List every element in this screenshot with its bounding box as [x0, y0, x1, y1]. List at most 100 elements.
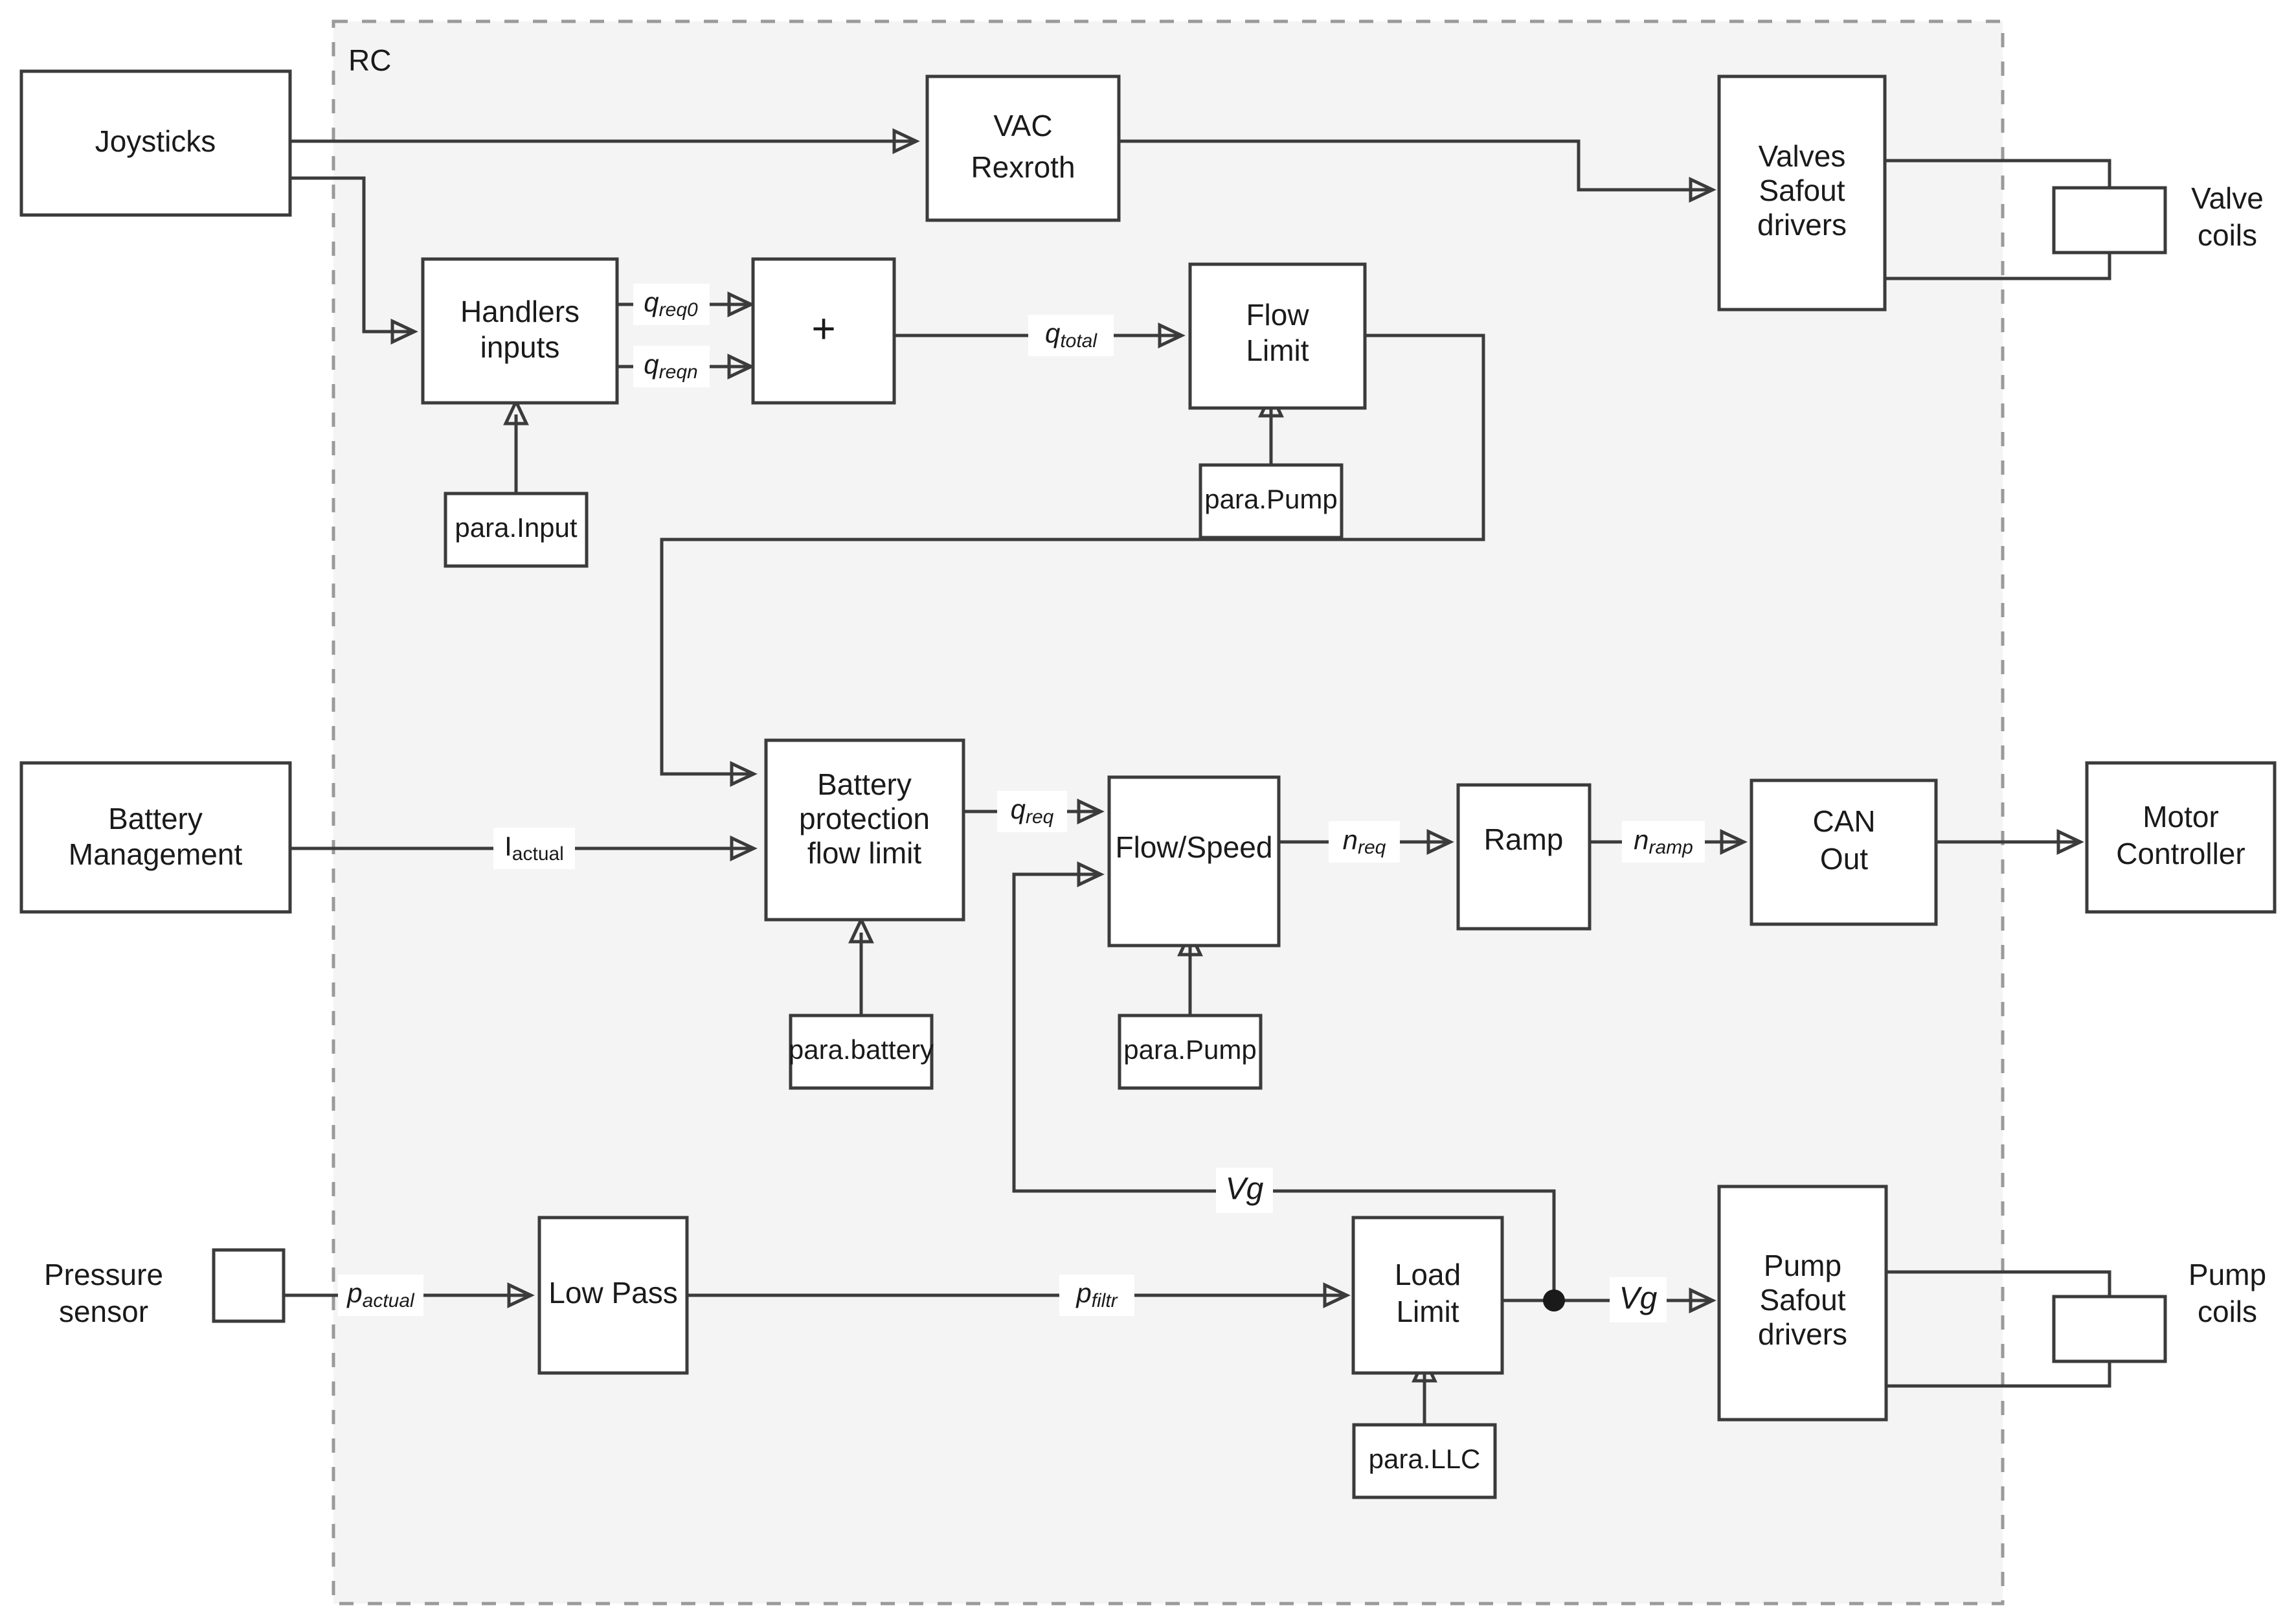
- wire-pumpsafout-coil-top: [1886, 1270, 2111, 1297]
- block-battery-management-line1: Battery: [108, 802, 203, 835]
- block-joysticks[interactable]: [19, 69, 292, 217]
- signal-q-req0: qreq0: [644, 287, 698, 321]
- wire-vac-to-valves: [1119, 139, 1713, 192]
- block-sum-label: +: [811, 305, 835, 352]
- arrowhead-vac-in: [892, 128, 920, 154]
- label-pump-coils-line1: Pump: [2189, 1258, 2266, 1291]
- block-ramp[interactable]: [1456, 783, 1592, 931]
- sig-bg-vg-output: [1610, 1277, 1667, 1322]
- arrowhead-flowlimit-in: [1158, 323, 1186, 348]
- block-joysticks-label: Joysticks: [95, 124, 216, 158]
- sig-bg-iactual: [493, 828, 575, 869]
- block-motor-controller-line1: Motor: [2143, 800, 2219, 834]
- block-vac-rexroth[interactable]: [925, 74, 1121, 222]
- arrowhead-motorcontroller-in: [2056, 829, 2084, 855]
- block-load-limit-line1: Load: [1395, 1258, 1461, 1291]
- signal-q-reqn: qreqn: [644, 349, 697, 383]
- arrowhead-batteryprot-param: [848, 916, 874, 944]
- sig-bg-qreqn: [633, 346, 710, 387]
- arrowhead-batteryprot-in-top: [730, 761, 758, 787]
- wire-valves-coil-top: [1885, 159, 2111, 188]
- block-flow-speed-label: Flow/Speed: [1116, 830, 1273, 864]
- arrowhead-sum-in-top: [727, 291, 755, 317]
- wire-valves-coil-bottom: [1885, 253, 2111, 280]
- label-valve-coils-line1: Valve: [2191, 181, 2264, 215]
- sig-bg-pactual: [338, 1275, 423, 1316]
- signal-q-total: qtotal: [1045, 318, 1097, 352]
- block-battery-protection-line2: protection: [799, 802, 930, 835]
- block-flow-limit[interactable]: [1188, 262, 1367, 410]
- label-valve-coils-line2: coils: [2198, 218, 2257, 252]
- block-para-battery[interactable]: [789, 1014, 934, 1090]
- block-para-llc[interactable]: [1352, 1423, 1497, 1499]
- junction-dot-vg: [1543, 1289, 1565, 1311]
- signal-p-actual: pactual: [346, 1278, 415, 1311]
- sig-bg-pfiltr: [1059, 1275, 1134, 1316]
- arrowhead-handlers-in: [390, 319, 418, 345]
- signal-n-req: nreq: [1343, 824, 1386, 858]
- pressure-sensor-symbol: [212, 1248, 286, 1323]
- block-load-limit-line2: Limit: [1396, 1295, 1459, 1328]
- block-can-out[interactable]: [1750, 778, 1938, 926]
- signal-n-ramp: nramp: [1634, 824, 1693, 858]
- block-ramp-label: Ramp: [1484, 823, 1564, 856]
- block-motor-controller[interactable]: [2085, 761, 2277, 914]
- sig-bg-nramp: [1622, 821, 1705, 863]
- sig-bg-qreq: [997, 791, 1067, 832]
- block-para-pump-top-label: para.Pump: [1204, 484, 1337, 514]
- block-battery-management-line2: Management: [69, 837, 243, 871]
- block-can-out-line2: Out: [1820, 842, 1868, 876]
- block-flow-speed[interactable]: [1107, 775, 1281, 948]
- arrowhead-lowpass-in: [507, 1282, 535, 1308]
- block-sum[interactable]: [751, 257, 896, 405]
- block-para-pump-top[interactable]: [1199, 463, 1344, 539]
- sig-bg-nreq: [1329, 821, 1400, 863]
- label-pressure-sensor-line2: sensor: [59, 1295, 148, 1328]
- block-para-input[interactable]: [444, 492, 589, 568]
- wire-joysticks-to-handlers: [290, 176, 414, 334]
- block-valves-safout-line2: Safout: [1759, 174, 1845, 207]
- sig-bg-vg-feedback: [1216, 1168, 1273, 1213]
- block-vac-rexroth-line1: VAC: [993, 109, 1052, 142]
- block-para-pump-mid[interactable]: [1118, 1014, 1263, 1090]
- block-flow-limit-line1: Flow: [1246, 298, 1309, 332]
- arrowhead-loadlimit-in: [1323, 1282, 1351, 1308]
- wire-pumpsafout-coil-bottom: [1886, 1361, 2111, 1388]
- arrowhead-pumpsafout-in: [1689, 1288, 1716, 1313]
- block-pump-safout-drivers[interactable]: [1717, 1185, 1888, 1422]
- block-pump-safout-line1: Pump: [1764, 1249, 1841, 1282]
- arrowhead-sum-in-bottom: [727, 354, 755, 380]
- arrowhead-flowspeed-in-top: [1077, 799, 1105, 824]
- wire-flowlimit-to-battery-protection: [660, 334, 1485, 776]
- block-battery-protection-line1: Battery: [817, 767, 912, 801]
- block-valves-safout-line1: Valves: [1759, 139, 1846, 173]
- block-battery-protection-line3: flow limit: [807, 836, 922, 870]
- label-pressure-sensor-line1: Pressure: [44, 1258, 163, 1291]
- signal-vg-output: Vg: [1619, 1282, 1658, 1316]
- arrowhead-batteryprot-in-bottom: [730, 835, 758, 861]
- signal-vg-feedback: Vg: [1226, 1172, 1264, 1207]
- block-pump-safout-line3: drivers: [1758, 1317, 1847, 1351]
- arrowhead-valves-in: [1689, 177, 1716, 203]
- arrowhead-flowspeed-in-bottom: [1077, 861, 1105, 887]
- block-valves-safout-drivers[interactable]: [1717, 74, 1887, 312]
- arrowhead-handlers-param: [503, 398, 529, 426]
- block-handlers-inputs[interactable]: [421, 257, 619, 405]
- block-can-out-line1: CAN: [1812, 804, 1875, 838]
- block-para-pump-mid-label: para.Pump: [1123, 1034, 1256, 1065]
- block-para-llc-label: para.LLC: [1369, 1444, 1481, 1474]
- block-low-pass-label: Low Pass: [548, 1276, 677, 1310]
- block-battery-management[interactable]: [19, 761, 292, 914]
- block-battery-protection-flow-limit[interactable]: [764, 738, 965, 922]
- rc-region-label: RC: [348, 43, 391, 77]
- signal-q-req: qreq: [1011, 794, 1054, 828]
- arrowhead-ramp-in: [1426, 829, 1454, 855]
- block-load-limit[interactable]: [1351, 1216, 1504, 1375]
- block-valves-safout-line3: drivers: [1757, 208, 1847, 242]
- block-low-pass[interactable]: [537, 1216, 689, 1375]
- block-vac-rexroth-line2: Rexroth: [971, 150, 1075, 184]
- sig-bg-qreq0: [633, 284, 710, 325]
- block-para-battery-label: para.battery: [789, 1034, 934, 1065]
- signal-p-filtr: pfiltr: [1075, 1278, 1118, 1311]
